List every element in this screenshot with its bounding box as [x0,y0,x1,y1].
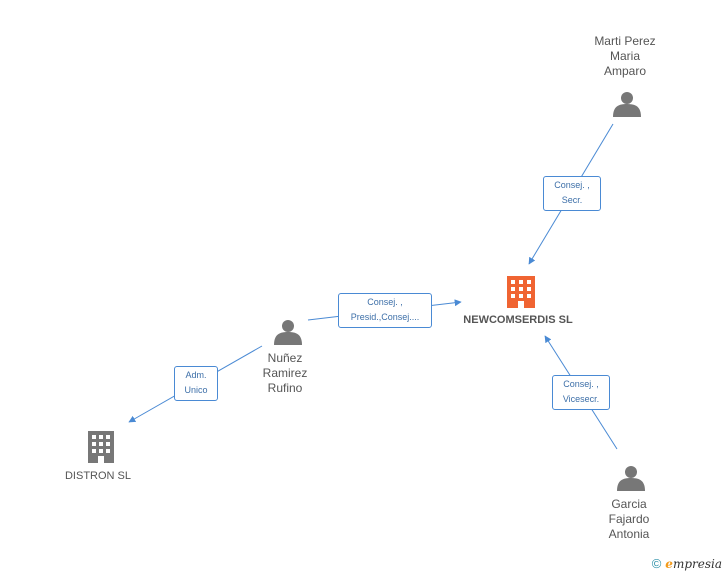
relation-garcia-newcomserdis[interactable]: Consej. , Vicesecr. [552,375,610,410]
label-line: Nuñez [267,351,303,365]
brand-initial: e [665,556,673,571]
relation-marti-newcomserdis[interactable]: Consej. , Secr. [543,176,601,211]
label-line: Ramirez [262,366,308,380]
person-icon[interactable] [613,92,641,117]
relation-line: Consej. , [554,180,590,190]
brand-logo[interactable]: empresia [665,557,722,571]
brand-rest: mpresia [672,556,722,571]
building-icon-main[interactable] [507,276,535,308]
person-label-garcia[interactable]: Garcia Fajardo Antonia [589,497,669,542]
relation-line: Consej. , [563,379,599,389]
person-icon[interactable] [274,320,302,345]
footer-brand: © empresia [652,556,722,571]
label-line: Antonia [608,527,650,541]
company-label-newcomserdis[interactable]: NEWCOMSERDIS SL [463,314,573,326]
person-label-nunez[interactable]: Nuñez Ramirez Rufino [245,351,325,396]
person-icon[interactable] [617,466,645,491]
relation-line: Adm. [185,370,207,380]
relation-nunez-distron[interactable]: Adm. Unico [174,366,218,401]
relation-line: Secr. [561,195,583,205]
label-line: Rufino [267,381,303,395]
label-line: Amparo [603,64,647,78]
copyright-icon: © [651,556,662,571]
label-line: Garcia [611,497,647,511]
building-icon[interactable] [88,431,114,463]
company-label-distron[interactable]: DISTRON SL [64,470,131,482]
relation-line: Vicesecr. [562,394,600,404]
label-line: Fajardo [608,512,650,526]
person-label-marti[interactable]: Marti Perez Maria Amparo [585,34,665,79]
relation-line: Presid.,Consej.... [350,312,420,322]
relation-nunez-newcomserdis[interactable]: Consej. , Presid.,Consej.... [338,293,432,328]
relation-line: Unico [184,385,208,395]
label-line: Marti Perez [594,34,656,48]
label-line: Maria [609,49,640,63]
relation-line: Consej. , [367,297,403,307]
